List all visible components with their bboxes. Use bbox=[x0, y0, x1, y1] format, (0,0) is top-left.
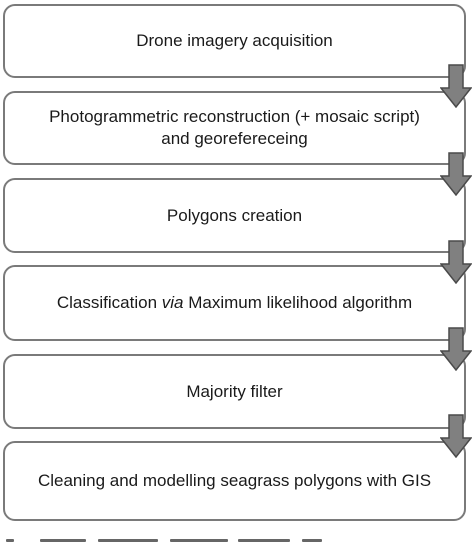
step-photogrammetric-reconstruction: Photogrammetric reconstruction (+ mosaic… bbox=[3, 91, 466, 165]
step-cleaning-and-modelling: Cleaning and modelling seagrass polygons… bbox=[3, 441, 466, 521]
step-label-pre: Classification bbox=[56, 293, 162, 312]
step-label-line-2: and georefereceing bbox=[161, 129, 308, 148]
step-label: Photogrammetric reconstruction (+ mosaic… bbox=[49, 106, 420, 150]
step-label: Classification via Maximum likelihood al… bbox=[57, 292, 412, 314]
step-classification: Classification via Maximum likelihood al… bbox=[3, 265, 466, 341]
step-drone-imagery-acquisition: Drone imagery acquisition bbox=[3, 4, 466, 78]
step-label: Polygons creation bbox=[166, 205, 303, 225]
step-label: Drone imagery acquisition bbox=[136, 31, 333, 50]
step-label-post: Maximum likelihood algorithm bbox=[183, 293, 413, 312]
step-label: Cleaning and modelling seagrass polygons… bbox=[37, 471, 432, 490]
cropped-caption-fragment bbox=[0, 537, 474, 547]
step-label-line-1: Photogrammetric reconstruction (+ mosaic… bbox=[49, 107, 420, 126]
down-arrow-icon bbox=[440, 327, 472, 371]
down-arrow-icon bbox=[440, 152, 472, 196]
down-arrow-icon bbox=[440, 414, 472, 458]
down-arrow-icon bbox=[440, 64, 472, 108]
step-majority-filter: Majority filter bbox=[3, 354, 466, 429]
down-arrow-icon bbox=[440, 240, 472, 284]
step-label: Majority filter bbox=[186, 381, 283, 401]
step-label-italic: via bbox=[161, 293, 184, 312]
step-polygons-creation: Polygons creation bbox=[3, 178, 466, 253]
